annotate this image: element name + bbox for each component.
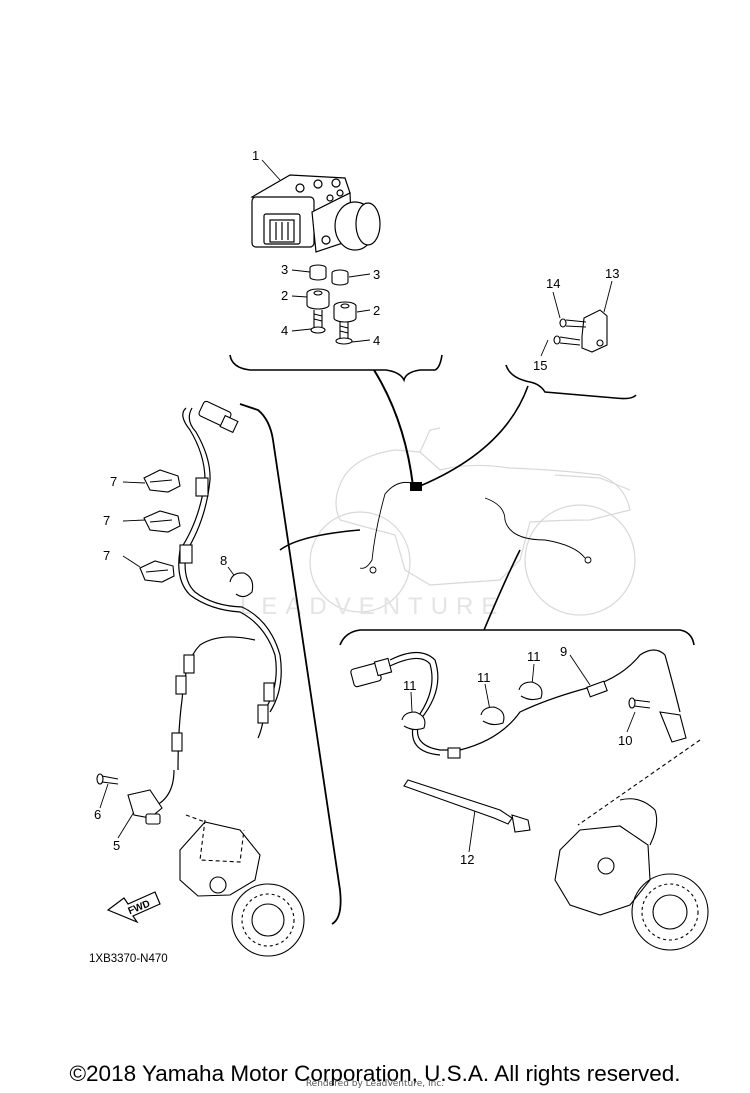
copyright-notice: ©2018 Yamaha Motor Corporation, U.S.A. A… (69, 1061, 681, 1086)
callout-13: 13 (605, 266, 619, 281)
abs-hydraulic-unit (250, 174, 381, 253)
group-pointer-left (279, 529, 361, 551)
group-bracket-top (229, 354, 443, 383)
rear-sensor-parts (350, 657, 687, 759)
callout-12: 12 (460, 852, 474, 867)
group-pointer-right (419, 385, 529, 487)
rear-caliper-and-disc (554, 739, 709, 951)
callout-15: 15 (533, 358, 547, 373)
callout-11: 11 (477, 670, 491, 685)
front-sensor-connector (171, 400, 275, 752)
rear-sensor-harness (389, 649, 681, 756)
callout-7: 7 (103, 513, 110, 528)
sensor-bracket (553, 309, 608, 353)
callout-11: 11 (403, 678, 417, 693)
callout-5: 5 (113, 838, 120, 853)
abs-unit-location (410, 482, 422, 491)
rubber-damper-parts (306, 264, 357, 345)
callout-3: 3 (281, 262, 288, 277)
cable-tie (403, 779, 531, 833)
callout-2: 2 (373, 303, 380, 318)
svg-text:FWD: FWD (127, 898, 152, 917)
callout-8: 8 (220, 553, 227, 568)
diagram-code: 1XB3370-N470 (89, 953, 168, 965)
callout-1: 1 (252, 148, 259, 163)
group-bracket-right (505, 364, 637, 400)
rendered-by-notice: Rendered by LeadVenture, Inc. (305, 1079, 445, 1089)
motorcycle-outline (309, 427, 636, 616)
group-bracket-left (239, 403, 342, 925)
callout-4: 4 (281, 323, 288, 338)
callout-4: 4 (373, 333, 380, 348)
callout-9: 9 (560, 644, 567, 659)
callout-2: 2 (281, 288, 288, 303)
bike-harness-route (359, 481, 592, 574)
callout-7: 7 (103, 548, 110, 563)
group-pointer-top (373, 369, 414, 487)
group-pointer-bottom (483, 549, 521, 631)
callout-10: 10 (618, 733, 632, 748)
group-bracket-bottom (339, 629, 695, 646)
callout-14: 14 (546, 276, 560, 291)
callout-3: 3 (373, 267, 380, 282)
leader-lines (99, 159, 636, 853)
fwd-arrow: FWD (106, 891, 161, 924)
callout-7: 7 (110, 474, 117, 489)
front-wheel-sensor (96, 773, 163, 825)
watermark: LEADVENTURE (240, 593, 505, 620)
callout-11: 11 (527, 649, 541, 664)
parts-diagram: LEADVENTURE (89, 148, 709, 965)
cable-clamps (139, 469, 254, 598)
callout-6: 6 (94, 807, 101, 822)
front-caliper-and-disc (179, 814, 305, 957)
